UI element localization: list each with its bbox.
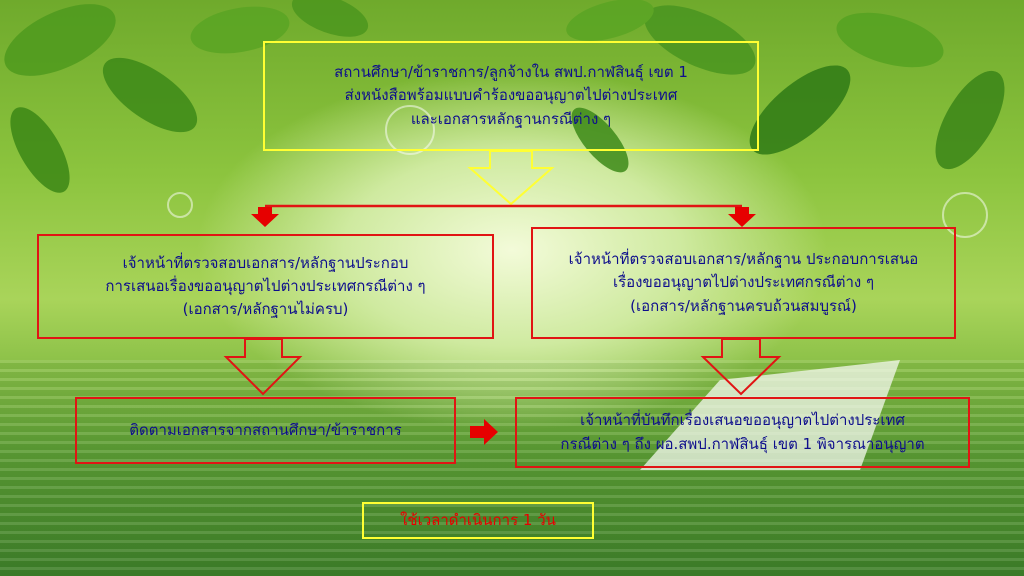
- right-box-line-2: เรื่องขออนุญาตไปต่างประเทศกรณีต่าง ๆ: [612, 273, 875, 292]
- left-red-down-arrow: [251, 207, 279, 227]
- paper-boat-shape: [640, 360, 900, 470]
- right-box-line-3: (เอกสาร/หลักฐานครบถ้วนสมบูรณ์): [630, 296, 857, 315]
- top-box-line-3: และเอกสารหลักฐานกรณีต่าง ๆ: [410, 109, 612, 128]
- top-box-line-2: ส่งหนังสือพร้อมแบบคำร้องขออนุญาตไปต่างปร…: [344, 86, 678, 105]
- top-hollow-arrow: [467, 150, 555, 206]
- bottom-right-box-line-1: เจ้าหน้าที่บันทึกเรื่องเสนอขออนุญาตไปต่า…: [580, 411, 905, 430]
- footer-box: ใช้เวลาดำเนินการ 1 วัน: [362, 502, 594, 539]
- leaves-decoration: [4, 0, 1005, 193]
- left-hollow-arrow: [223, 338, 303, 396]
- left-box-line-2: การเสนอเรื่องขออนุญาตไปต่างประเทศกรณีต่า…: [105, 276, 426, 295]
- left-box-line-3: (เอกสาร/หลักฐานไม่ครบ): [182, 300, 349, 319]
- right-box-line-1: เจ้าหน้าที่ตรวจสอบเอกสาร/หลักฐาน ประกอบก…: [568, 250, 919, 269]
- right-red-down-arrow: [728, 207, 756, 227]
- top-box: สถานศึกษา/ข้าราชการ/ลูกจ้างใน สพป.กาฬสิน…: [263, 41, 759, 151]
- right-hollow-arrow: [700, 338, 782, 396]
- right-box: เจ้าหน้าที่ตรวจสอบเอกสาร/หลักฐาน ประกอบก…: [531, 227, 956, 339]
- bottom-left-box-line-1: ติดตามเอกสารจากสถานศึกษา/ข้าราชการ: [129, 420, 402, 439]
- left-box: เจ้าหน้าที่ตรวจสอบเอกสาร/หลักฐานประกอบ ก…: [37, 234, 494, 339]
- bottom-right-box: เจ้าหน้าที่บันทึกเรื่องเสนอขออนุญาตไปต่า…: [515, 397, 970, 468]
- bottom-right-box-line-2: กรณีต่าง ๆ ถึง ผอ.สพป.กาฬสินธุ์ เขต 1 พิ…: [560, 434, 925, 453]
- left-box-line-1: เจ้าหน้าที่ตรวจสอบเอกสาร/หลักฐานประกอบ: [122, 253, 409, 272]
- top-box-line-1: สถานศึกษา/ข้าราชการ/ลูกจ้างใน สพป.กาฬสิน…: [334, 63, 688, 82]
- bottom-left-box: ติดตามเอกสารจากสถานศึกษา/ข้าราชการ: [75, 397, 456, 464]
- footer-text: ใช้เวลาดำเนินการ 1 วัน: [400, 510, 556, 529]
- bubbles-decoration: [167, 105, 988, 238]
- red-right-arrow: [470, 419, 498, 445]
